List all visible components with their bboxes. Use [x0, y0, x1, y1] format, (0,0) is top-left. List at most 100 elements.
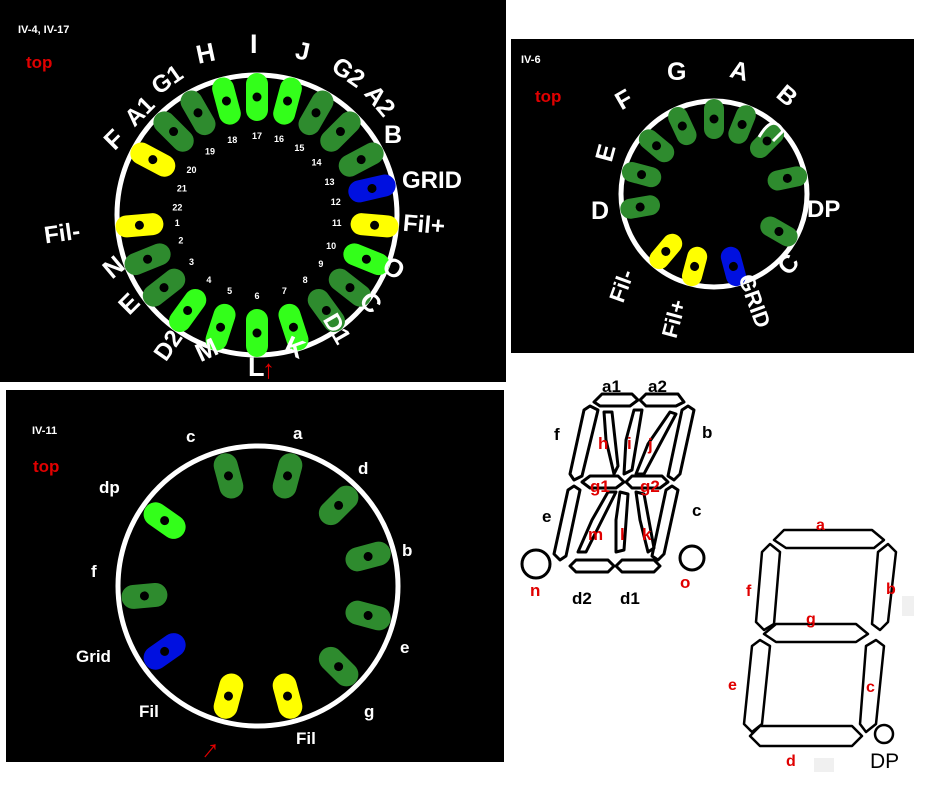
scan-artifact: [814, 758, 834, 772]
iv4-pin-9-dot: [356, 155, 366, 165]
iv6-label-d: D: [591, 197, 609, 225]
iv11-pin-8-dot: [223, 691, 233, 701]
iv4-label-j: J: [293, 36, 312, 66]
iv4-pin-20: [124, 243, 171, 276]
segment-i: [622, 408, 644, 476]
segment-n-dot: [520, 548, 552, 580]
iv6-label-g: G: [667, 58, 686, 86]
segment-g2: [624, 474, 670, 490]
iv4-pin-number: 11: [332, 218, 342, 228]
iv4-pin-9: [338, 142, 384, 177]
iv11-pin-3-dot: [334, 500, 344, 510]
iv6-top-label: top: [535, 87, 561, 106]
segment-a: [772, 528, 886, 550]
segment-e: [742, 638, 772, 734]
iv11-ring: [115, 443, 401, 729]
iv11-pin-2-dot: [283, 471, 293, 481]
iv6-label-fil-minus: Fil-: [604, 266, 639, 306]
iv4-pin-15: [278, 303, 309, 351]
iv11-label-g: g: [364, 702, 374, 721]
iv11-pin-7-dot: [283, 691, 293, 701]
iv4-pin-7-dot: [311, 108, 321, 118]
iv4-label-b: B: [384, 121, 402, 149]
iv11-pin-6-dot: [334, 662, 344, 672]
iv6-pin-6-dot: [782, 173, 792, 183]
iv4-pin-18: [169, 288, 207, 332]
segment-f: [568, 404, 600, 482]
iv4-pin-11-dot: [370, 220, 380, 230]
iv4-pin-14: [307, 288, 345, 332]
iv6-pin-1: [638, 129, 675, 163]
seg14-label-b: b: [702, 423, 712, 442]
iv6-label-grid: GRID: [733, 271, 775, 331]
iv6-pin-6: [767, 166, 808, 191]
iv6-pin-9-dot: [690, 261, 700, 271]
iv4-pin-1: [130, 142, 176, 177]
iv4-pin-10-dot: [367, 183, 377, 193]
iv4-pin-19: [142, 268, 186, 307]
iv4-pin-7: [298, 90, 334, 136]
iv4-pins: [115, 73, 399, 357]
segment-c: [650, 484, 680, 562]
seven-segment-diagram: a f b g e c d DP: [728, 517, 914, 773]
segment-e: [552, 484, 582, 562]
seg7-label-g: g: [806, 611, 816, 628]
iv11-pin-2: [272, 453, 303, 499]
seg14-label-n: n: [530, 581, 540, 600]
iv4-label-fil-plus: Fil+: [402, 210, 446, 241]
iv4-pin-15-dot: [288, 322, 298, 332]
segment-d: [748, 724, 864, 748]
seg14-label-g2: g2: [640, 477, 660, 496]
iv6-pin-8: [720, 246, 746, 287]
iv11-label-grid: Grid: [76, 647, 111, 666]
seg14-label-m: m: [588, 525, 603, 544]
iv6-gap-mark: [757, 121, 785, 143]
segment-dp-dot: [873, 723, 895, 745]
iv11-pin-7: [272, 673, 303, 719]
seg14-label-l: l: [620, 525, 625, 544]
iv11-pin-10: [121, 582, 168, 609]
iv6-title: IV-6: [521, 54, 541, 66]
iv4-pin-1-dot: [148, 155, 158, 165]
iv4-pin-number: 15: [294, 143, 304, 153]
iv4-pin-17: [205, 303, 236, 351]
iv4-pin-number: 1: [175, 218, 180, 228]
iv4-pin-number: 17: [252, 131, 262, 141]
segment-f: [754, 542, 782, 632]
iv11-pin-10-dot: [139, 591, 149, 601]
segment-h: [602, 410, 620, 476]
iv6-pinout-panel: IV-6 top F G A B E D DP C Fil- Fil+ GRID: [511, 39, 914, 353]
iv4-pin-number: 21: [177, 184, 187, 194]
iv4-label-i: I: [250, 29, 258, 59]
iv11-pin-4: [345, 541, 391, 572]
iv4-pin-number: 10: [326, 241, 336, 251]
fourteen-segment-outlines: [520, 392, 706, 580]
iv6-pin-12-dot: [637, 170, 647, 180]
segment-o-dot: [678, 544, 706, 572]
segment-d1: [614, 558, 662, 574]
iv4-label-grid: GRID: [402, 167, 462, 194]
iv4-label-fil-minus: Fil-: [42, 218, 81, 250]
scan-artifact: [902, 596, 914, 616]
iv11-pinout-panel: IV-11 top c a d dp b f Grid e Fil g Fil …: [6, 390, 504, 762]
iv4-pin-21: [115, 213, 164, 238]
iv4-pin-16: [246, 309, 268, 357]
iv4-pin-number: 14: [311, 157, 321, 167]
iv6-pin-5: [749, 123, 785, 159]
iv6-pins: [620, 99, 808, 287]
iv6-pin-9: [682, 246, 708, 287]
iv4-pin-number: 16: [274, 134, 284, 144]
iv11-label-e: e: [400, 638, 409, 657]
segment-g1: [580, 474, 626, 490]
iv11-top-label: top: [33, 457, 59, 476]
iv6-pin-4-dot: [737, 119, 747, 129]
iv4-pin-8-dot: [335, 127, 345, 137]
iv6-pin-2-dot: [677, 121, 687, 131]
seg14-label-k: k: [642, 525, 652, 544]
iv4-pin-8: [320, 111, 361, 152]
iv4-pin-4-dot: [221, 96, 231, 106]
iv11-pin-11-dot: [160, 516, 170, 526]
iv6-pin-10-dot: [661, 246, 671, 256]
iv4-pin-number: 9: [318, 259, 323, 269]
